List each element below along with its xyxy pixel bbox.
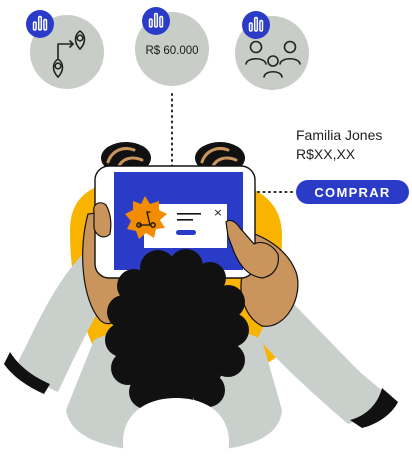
bar-chart-icon xyxy=(26,10,54,38)
popup-close-icon[interactable]: × xyxy=(213,206,222,219)
hands xyxy=(93,202,279,279)
price-card: R$ 60.000 xyxy=(135,7,209,86)
starburst-badge-icon xyxy=(125,196,167,239)
family-name: Familia Jones xyxy=(296,127,383,143)
bar-chart-icon xyxy=(242,11,270,39)
price-label: R$ 60.000 xyxy=(145,45,198,57)
scooter-badge xyxy=(125,196,167,239)
route-card xyxy=(26,10,104,89)
collar-patch xyxy=(123,398,229,452)
buy-button[interactable]: COMPRAR xyxy=(296,180,409,204)
right-sleeve xyxy=(258,290,386,424)
scooter-icon xyxy=(136,211,156,228)
head-hair xyxy=(105,249,249,422)
popup-line xyxy=(177,213,201,215)
users-icon xyxy=(245,40,301,78)
right-cuff xyxy=(350,388,398,428)
family-price: R$XX,XX xyxy=(296,146,356,162)
popup-line xyxy=(177,219,193,221)
bar-chart-icon xyxy=(142,7,170,35)
right-hand-pointing xyxy=(225,219,279,279)
left-hand xyxy=(93,202,112,238)
popup-button[interactable] xyxy=(176,230,196,235)
tablet: × xyxy=(94,165,256,279)
route-icon xyxy=(52,30,86,78)
users-card xyxy=(235,11,309,90)
left-cuff xyxy=(4,352,50,394)
